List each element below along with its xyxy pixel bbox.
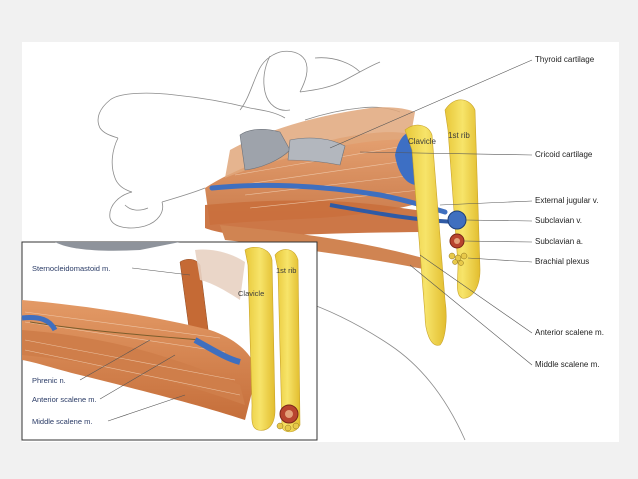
brachial-plexus-bundle	[448, 252, 468, 266]
inset-label-sternocleidomastoid: Sternocleidomastoid m.	[32, 264, 111, 273]
inset-vein	[21, 315, 58, 332]
label-subclavian-artery: Subclavian a.	[535, 237, 584, 246]
label-subclavian-vein: Subclavian v.	[535, 216, 582, 225]
inset-first-rib	[274, 249, 301, 433]
subclavian-vein-cross-section	[447, 210, 467, 230]
label-first-rib: 1st rib	[448, 131, 470, 140]
inset-clavicle	[244, 247, 276, 431]
label-middle-scalene: Middle scalene m.	[535, 360, 600, 369]
label-brachial-plexus: Brachial plexus	[535, 257, 590, 266]
main-leader-lines	[329, 59, 533, 366]
cricoid-cartilage-shape	[287, 137, 346, 166]
patient-outline	[97, 50, 466, 441]
label-clavicle: Clavicle	[408, 137, 437, 146]
clavicle-bone	[404, 124, 447, 346]
label-external-jugular-vein: External jugular v.	[535, 196, 599, 205]
label-cricoid-cartilage: Cricoid cartilage	[535, 150, 593, 159]
inset-label-first-rib: 1st rib	[276, 266, 297, 275]
inset-label-middle-scalene: Middle scalene m.	[32, 417, 93, 426]
inset-label-phrenic-nerve: Phrenic n.	[32, 376, 66, 385]
label-thyroid-cartilage: Thyroid cartilage	[535, 55, 595, 64]
subclavian-vein-course	[329, 203, 456, 224]
inset-label-clavicle: Clavicle	[238, 289, 265, 298]
subclavian-artery-lumen	[454, 238, 460, 244]
first-rib-bone	[444, 99, 481, 299]
inset-label-anterior-scalene: Anterior scalene m.	[32, 395, 97, 404]
inset-panel	[21, 241, 318, 441]
label-anterior-scalene: Anterior scalene m.	[535, 328, 604, 337]
